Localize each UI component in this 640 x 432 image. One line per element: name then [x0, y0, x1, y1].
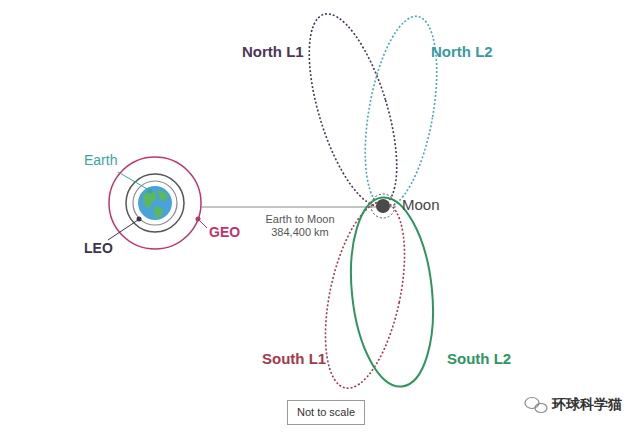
note-text: Not to scale — [288, 406, 364, 418]
distance-label: Earth to Moon 384,400 km — [258, 213, 342, 238]
note-box: Not to scale — [287, 400, 365, 425]
orbit-label: LEO — [84, 240, 113, 256]
orbit-label: South L1 — [262, 350, 326, 367]
watermark: 环球科学猫 — [552, 396, 622, 412]
planet-label: Earth — [84, 152, 117, 168]
orbit-label: North L2 — [431, 43, 493, 60]
orbit-label: North L1 — [242, 43, 304, 60]
orbit-label: GEO — [209, 224, 240, 240]
orbit-label: South L2 — [447, 350, 511, 367]
moon-label: Moon — [402, 196, 440, 213]
